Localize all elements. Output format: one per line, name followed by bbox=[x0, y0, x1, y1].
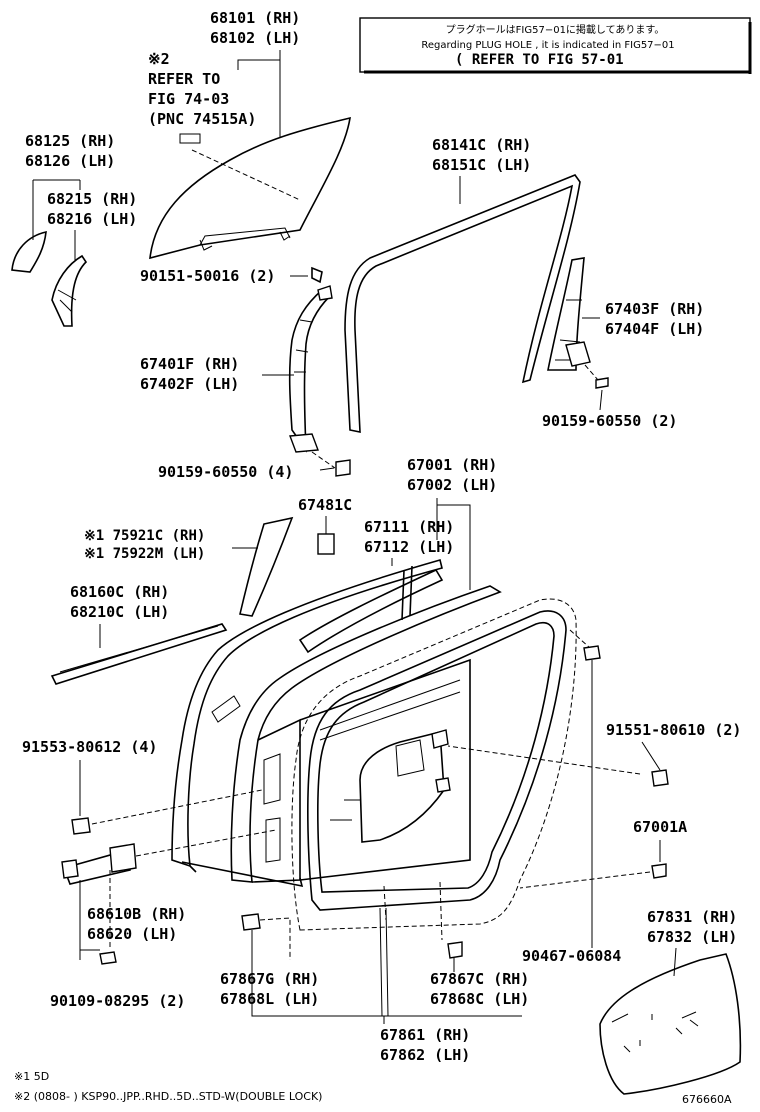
note-japanese: プラグホールはFIG57−01に掲載してあります。 bbox=[446, 23, 665, 36]
label-68102: 68102 (LH) bbox=[210, 29, 300, 47]
label-68125: 68125 (RH) bbox=[25, 132, 115, 150]
footnote-2: ※2 (0808- ) KSP90..JPP..RHD..5D..STD-W(D… bbox=[14, 1090, 322, 1103]
label-pnc: (PNC 74515A) bbox=[148, 110, 256, 128]
belt-moulding bbox=[50, 623, 228, 685]
bolt-90159-b bbox=[335, 459, 351, 477]
label-67481: 67481C bbox=[298, 496, 352, 514]
label-67001: 67001 (RH) bbox=[407, 456, 497, 474]
figure-id: 676660A bbox=[682, 1093, 732, 1106]
inner-frame-67111 bbox=[298, 568, 444, 654]
label-68620: 68620 (LH) bbox=[87, 925, 177, 943]
label-91551: 91551-80610 (2) bbox=[606, 721, 741, 739]
bolt-91553 bbox=[71, 817, 91, 835]
frame-run bbox=[344, 174, 581, 433]
label-68216: 68216 (LH) bbox=[47, 210, 137, 228]
label-68101: 68101 (RH) bbox=[210, 9, 300, 27]
label-67867g: 67867G (RH) bbox=[220, 970, 319, 988]
label-67111: 67111 (RH) bbox=[364, 518, 454, 536]
plug-67001a bbox=[651, 863, 667, 879]
door-outer-panel bbox=[171, 559, 443, 868]
label-90159-a: 90159-60550 (2) bbox=[542, 412, 677, 430]
note-english: Regarding PLUG HOLE , it is indicated in… bbox=[421, 40, 674, 51]
clip-67867c bbox=[447, 941, 463, 959]
label-67867c: 67867C (RH) bbox=[430, 970, 529, 988]
footnote-1: ※1 5D bbox=[14, 1070, 49, 1083]
label-67831: 67831 (RH) bbox=[647, 908, 737, 926]
label-67832: 67832 (LH) bbox=[647, 928, 737, 946]
label-star2: ※2 bbox=[148, 50, 170, 68]
label-67404: 67404F (LH) bbox=[605, 320, 704, 338]
label-90159-b: 90159-60550 (4) bbox=[158, 463, 293, 481]
body-opening-dashed bbox=[291, 598, 577, 931]
label-90467: 90467-06084 bbox=[522, 947, 621, 965]
label-68126: 68126 (LH) bbox=[25, 152, 115, 170]
label-67403: 67403F (RH) bbox=[605, 300, 704, 318]
label-68160: 68160C (RH) bbox=[70, 583, 169, 601]
corner-piece bbox=[51, 254, 88, 327]
label-fig-74-03: FIG 74-03 bbox=[148, 90, 229, 108]
note-reference: ( REFER TO FIG 57-01 bbox=[455, 52, 624, 68]
plug-hole-note: プラグホールはFIG57−01に掲載してあります。 Regarding PLUG… bbox=[359, 17, 752, 74]
label-75921: ※1 75921C (RH) bbox=[84, 528, 205, 544]
plug-67481 bbox=[317, 533, 335, 555]
label-75922: ※1 75922M (LH) bbox=[84, 546, 205, 562]
label-67002: 67002 (LH) bbox=[407, 476, 497, 494]
clip-67867g bbox=[241, 913, 261, 931]
label-67868l: 67868L (LH) bbox=[220, 990, 319, 1008]
label-67112: 67112 (LH) bbox=[364, 538, 454, 556]
bolt-90159-a bbox=[595, 377, 609, 389]
bolt-90151 bbox=[311, 266, 323, 284]
label-68610: 68610B (RH) bbox=[87, 905, 186, 923]
door-glass bbox=[149, 116, 351, 260]
weatherstrip-67861 bbox=[307, 610, 567, 911]
door-check bbox=[62, 848, 131, 885]
pillar-garnish bbox=[239, 516, 294, 617]
label-67402: 67402F (LH) bbox=[140, 375, 239, 393]
inner-opening bbox=[359, 730, 445, 843]
label-67001a: 67001A bbox=[633, 818, 687, 836]
label-refer-to: REFER TO bbox=[148, 70, 220, 88]
label-68210: 68210C (LH) bbox=[70, 603, 169, 621]
bolt-90109 bbox=[99, 951, 117, 965]
front-division-bar bbox=[288, 288, 332, 453]
label-67861: 67861 (RH) bbox=[380, 1026, 470, 1044]
label-90109: 90109-08295 (2) bbox=[50, 992, 185, 1010]
bolt-91551 bbox=[651, 769, 669, 787]
label-67401: 67401F (RH) bbox=[140, 355, 239, 373]
service-hole-cover bbox=[599, 953, 742, 1095]
clip-90467 bbox=[583, 645, 601, 661]
label-67868c: 67868C (LH) bbox=[430, 990, 529, 1008]
label-68215: 68215 (RH) bbox=[47, 190, 137, 208]
label-68141: 68141C (RH) bbox=[432, 136, 531, 154]
label-67862: 67862 (LH) bbox=[380, 1046, 470, 1064]
door-shell bbox=[230, 585, 502, 883]
label-68151: 68151C (LH) bbox=[432, 156, 531, 174]
label-90151: 90151-50016 (2) bbox=[140, 267, 275, 285]
outer-mirror-cover bbox=[11, 230, 47, 273]
label-91553: 91553-80612 (4) bbox=[22, 738, 157, 756]
